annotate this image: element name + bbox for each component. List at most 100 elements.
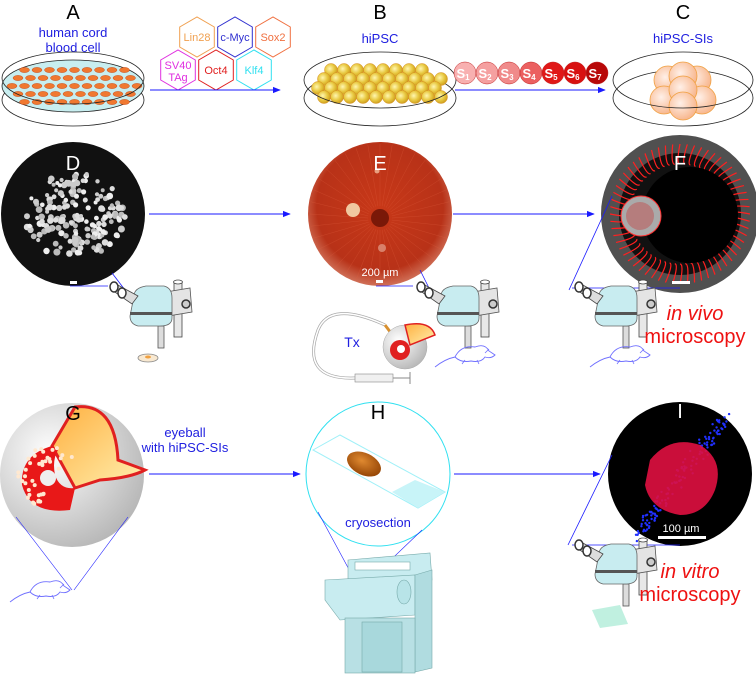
factor-label: Oct4 <box>204 65 227 77</box>
panel-letter-h: H <box>371 402 385 424</box>
scope-link-i1 <box>567 454 613 546</box>
panel-g-eyeball <box>0 403 149 547</box>
cell <box>19 83 30 89</box>
factor-hexagon: Sox2 <box>255 16 291 58</box>
cell <box>50 91 61 97</box>
factor-hexagon: Klf4 <box>236 49 272 91</box>
slide-icon-i <box>592 605 628 628</box>
panel-letter-c: C <box>676 2 690 24</box>
transplant-label: Tx <box>344 334 360 350</box>
petri-dish-spheroids <box>612 51 754 127</box>
cell <box>125 75 136 81</box>
panel-letter-e: E <box>373 153 386 175</box>
panel-f-image: F <box>601 135 756 293</box>
in-vivo-label: in vivo <box>667 303 724 325</box>
scope-link-f1 <box>568 195 613 291</box>
panel-letter-f: F <box>674 153 686 175</box>
factor-label: c-Myc <box>220 32 250 44</box>
ipsc-colony <box>382 90 396 104</box>
cell <box>62 91 74 97</box>
stage-circle: S1 <box>453 61 477 85</box>
panel-h-slide: H cryosection <box>305 401 451 547</box>
cell <box>100 91 111 97</box>
ipsc-colony <box>395 90 409 104</box>
panel-i-image: I 100 µm <box>608 401 752 546</box>
factor-label: SV40 <box>165 60 192 72</box>
stage-circle: S7 <box>585 61 609 85</box>
panel-a-caption-line1: human cord <box>39 25 108 40</box>
panel-h-caption: cryosection <box>345 515 411 530</box>
stage-circle: S3 <box>497 61 521 85</box>
scale-bar-i <box>658 536 706 539</box>
ipsc-colony <box>408 90 422 104</box>
microscope-icon-d <box>109 279 193 349</box>
cell <box>31 67 43 73</box>
hipsc-si-spheroids <box>649 61 717 121</box>
stage-circle: S4 <box>519 61 543 85</box>
cell <box>19 99 30 105</box>
spheroid <box>668 91 698 121</box>
cell <box>94 83 105 89</box>
cell <box>112 91 124 97</box>
cell <box>50 75 61 81</box>
cell <box>119 83 130 89</box>
in-vitro-label: in vitro <box>661 561 720 583</box>
factor-label: Klf4 <box>245 65 264 77</box>
cell <box>44 83 55 89</box>
panel-b-caption: hiPSC <box>362 31 399 46</box>
panel-letter-a: A <box>66 2 80 24</box>
cell <box>87 75 99 81</box>
panel-letter-d: D <box>66 153 80 175</box>
scale-bar-e <box>376 280 383 283</box>
cell <box>56 67 68 73</box>
panel-letter-i: I <box>677 401 683 423</box>
scale-label-e: 200 µm <box>362 267 399 279</box>
dish-sample-d <box>145 355 151 359</box>
panel-g-caption-line1: eyeball <box>164 425 205 440</box>
fluorescent-cells <box>23 171 128 257</box>
cell <box>69 83 80 89</box>
cell <box>112 75 124 81</box>
cell <box>25 75 36 81</box>
factor-label: Sox2 <box>260 32 285 44</box>
cell <box>75 75 86 81</box>
cell <box>81 83 93 89</box>
cell <box>75 91 86 97</box>
cell <box>37 91 49 97</box>
factor-hexagon: Lin28 <box>179 16 215 58</box>
hipsc-colonies <box>311 63 448 104</box>
cell <box>31 83 43 89</box>
stage-circle: S5 <box>541 61 565 85</box>
ipsc-colony <box>369 90 383 104</box>
cryostat-icon <box>324 552 433 674</box>
panel-letter-b: B <box>373 2 386 24</box>
cell <box>44 67 55 73</box>
panel-e-image: E 200 µm <box>308 142 452 286</box>
mouse-link-g1 <box>15 516 73 591</box>
cell <box>69 99 80 105</box>
ipsc-colony <box>356 90 370 104</box>
factor-label: TAg <box>168 72 187 84</box>
cell <box>94 67 105 73</box>
scale-bar-f <box>672 281 690 284</box>
cell <box>37 75 49 81</box>
scale-label-i: 100 µm <box>663 523 700 535</box>
panel-c-caption: hiPSC-SIs <box>653 31 713 46</box>
factor-hexagon: c-Myc <box>217 16 253 58</box>
petri-dish-hipsc <box>303 51 457 127</box>
factor-hexagon: Oct4 <box>198 49 234 91</box>
cell <box>25 91 36 97</box>
mouse-icon-g <box>9 580 71 603</box>
mouse-link-g2 <box>73 516 129 591</box>
cell <box>119 99 130 105</box>
scale-bar-d <box>70 281 77 284</box>
cell <box>62 75 74 81</box>
eyeball-icon-small <box>382 323 436 370</box>
scope-link-d2 <box>111 272 126 291</box>
ipsc-colony <box>343 90 357 104</box>
in-vitro-microscopy-label: microscopy <box>639 584 740 606</box>
cell <box>125 91 136 97</box>
cell <box>56 83 68 89</box>
panel-d-image: D <box>1 142 145 286</box>
